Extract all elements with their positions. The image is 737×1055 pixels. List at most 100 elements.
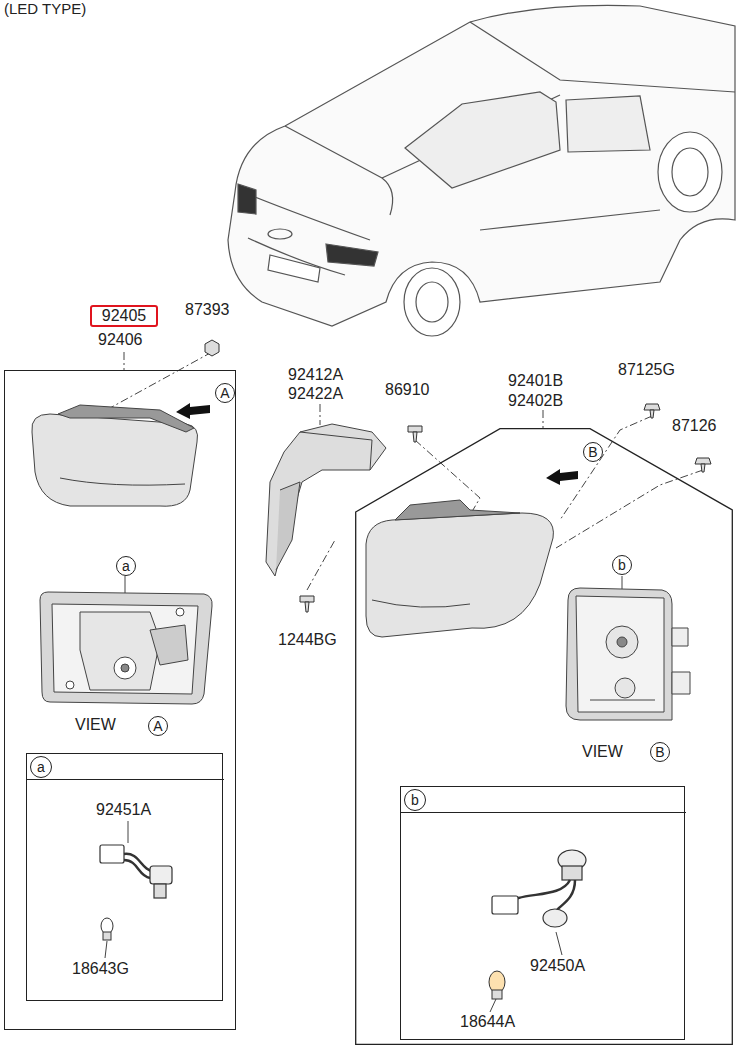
inner-lamp: [60, 478, 185, 485]
bulb: [101, 918, 113, 940]
view-callout-circle: a: [116, 556, 136, 576]
vehicle-drawing: [268, 229, 292, 239]
pentagon-outline: [355, 428, 733, 1045]
vehicle-drawing: [238, 184, 256, 214]
socket-harness: [492, 850, 586, 927]
assembly-outline-pentagon: 92401B92402BBbBb: [355, 428, 733, 1045]
fasteners: [650, 410, 654, 418]
bulb: [103, 932, 111, 940]
vehicle-drawing: [416, 282, 448, 322]
view-callout-circle: A: [215, 383, 235, 403]
view-callout-circle: B: [583, 442, 603, 462]
outer-lamp-rear-view: [576, 596, 664, 712]
detail-letter: b: [411, 793, 419, 807]
outer-lamp: [366, 513, 553, 637]
leader-lines: [490, 999, 496, 1012]
outer-lamp: [366, 500, 553, 637]
leader-lines: [307, 540, 335, 590]
fasteners: [413, 432, 417, 442]
outer-lamp-rear-view: [615, 678, 635, 698]
vehicle-drawing: [672, 148, 708, 196]
view-callout-circle: B: [650, 742, 670, 762]
inner-lamp-rear-view: [40, 592, 212, 704]
assembly-part-number: 92406: [98, 331, 143, 349]
vehicle-drawing: [228, 5, 735, 326]
detail-letter-circle: b: [404, 789, 426, 811]
part-label: VIEW: [582, 743, 623, 761]
leader-lines: [556, 932, 562, 955]
outer-lamp: [395, 500, 520, 520]
fasteners: [205, 340, 219, 356]
socket-harness: [154, 884, 166, 898]
part-label: 92451A: [96, 801, 151, 819]
part-label: 18643G: [72, 960, 129, 978]
detail-header-cell: b: [401, 787, 686, 813]
part-label: 92412A: [288, 366, 343, 384]
inner-lamp-rear-view: [80, 612, 160, 690]
part-label: 87126: [672, 417, 717, 435]
vehicle-drawing: [326, 244, 378, 266]
inner-lamp-rear-view: [52, 604, 198, 694]
part-label: 1244BG: [278, 631, 337, 649]
leader-lines: [556, 470, 703, 548]
vehicle-drawing: [285, 126, 393, 215]
vehicle-drawing: [404, 268, 460, 336]
vehicle-drawing: [268, 255, 320, 282]
fasteners: [408, 426, 422, 432]
bulb: [489, 971, 505, 999]
fasteners: [701, 464, 705, 472]
pentagon-outline: [356, 429, 733, 1045]
socket-harness: [124, 860, 150, 878]
socket-harness: [150, 866, 172, 884]
fasteners: [305, 602, 309, 612]
outer-lamp-rear-view: [566, 588, 690, 720]
inner-lamp-rear-view: [40, 592, 212, 704]
view-letter: A: [220, 386, 229, 400]
reflector-cover: [300, 432, 372, 470]
leader-lines: [105, 941, 107, 958]
view-letter: B: [588, 445, 597, 459]
inner-lamp: [32, 405, 198, 506]
view-letter: A: [153, 719, 162, 733]
part-label: 92422A: [288, 385, 343, 403]
bulb: [492, 990, 502, 999]
vehicle-drawing: [228, 5, 735, 336]
vehicle-drawing: [470, 22, 735, 92]
vehicle-drawing: [566, 96, 650, 152]
fasteners: [695, 458, 711, 464]
detail-letter-circle: a: [30, 756, 52, 778]
fasteners: [644, 404, 660, 410]
vehicle-drawing: [405, 92, 560, 188]
leader-lines: [110, 352, 212, 408]
view-letter: B: [655, 745, 664, 759]
assembly-outline-box: 92406AaAa: [4, 370, 236, 1030]
leader-lines: [560, 416, 652, 520]
inner-lamp-rear-view: [121, 664, 129, 672]
outer-lamp-rear-view: [606, 626, 638, 658]
inner-lamp: [32, 414, 198, 506]
leader-lines: [320, 404, 321, 425]
part-label: 86910: [385, 381, 430, 399]
leader-lines: [543, 410, 544, 428]
fasteners: [300, 596, 314, 602]
arrows: [546, 469, 578, 485]
view-callout-circle: A: [148, 716, 168, 736]
part-label: (LED TYPE): [4, 0, 86, 18]
inner-lamp-rear-view: [66, 681, 74, 689]
part-label: 92450A: [530, 957, 585, 975]
view-letter: a: [122, 559, 130, 573]
reflector-cover: [276, 482, 300, 570]
socket-harness: [492, 896, 518, 914]
outer-lamp-rear-view: [590, 700, 655, 701]
outer-lamp-rear-view: [566, 588, 672, 720]
part-label: VIEW: [75, 716, 116, 734]
inner-lamp: [58, 405, 194, 432]
outer-lamp: [372, 600, 470, 607]
socket-harness: [543, 909, 567, 927]
socket-harness: [555, 880, 575, 912]
vehicle-drawing: [480, 210, 660, 230]
assembly-part-number: 92401B: [508, 372, 563, 390]
outer-lamp-rear-view: [672, 628, 688, 646]
socket-harness: [100, 845, 172, 898]
leader-lines: [128, 821, 129, 843]
